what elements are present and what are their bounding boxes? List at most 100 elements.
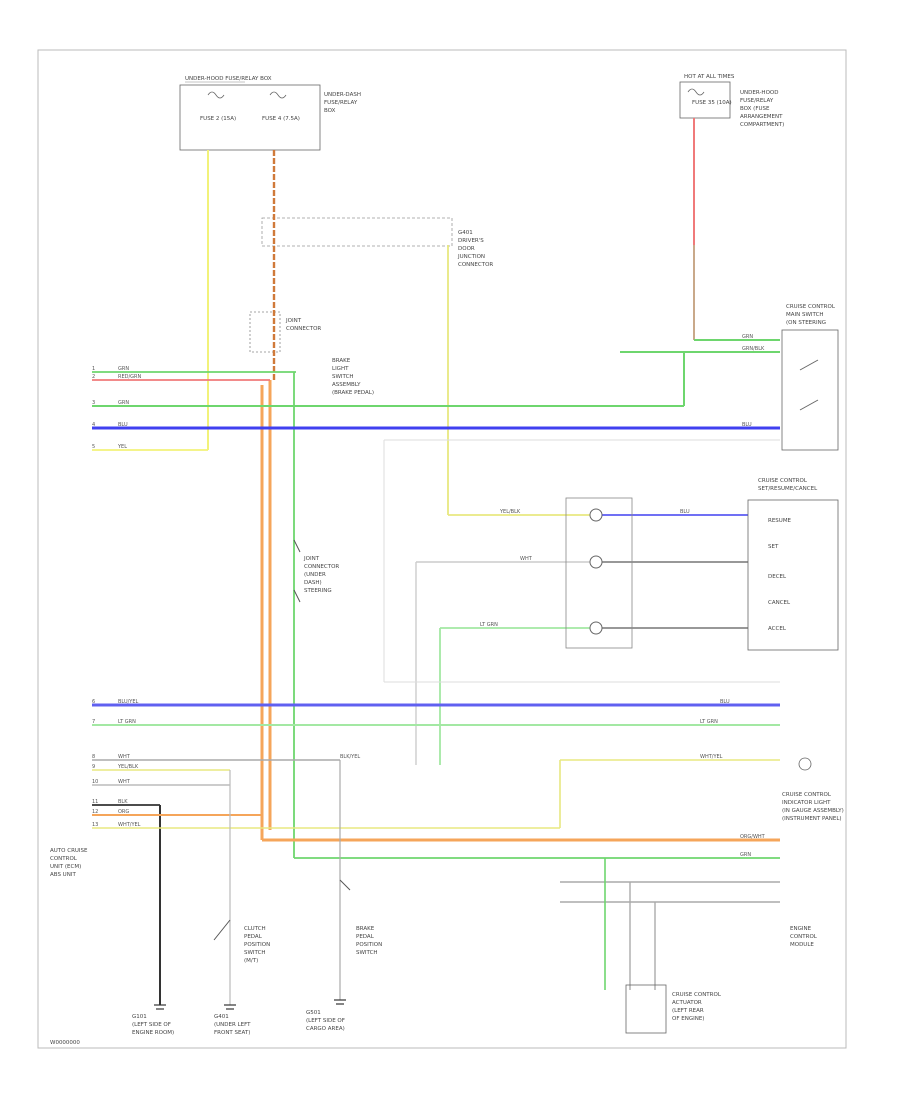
svg-text:5: 5: [92, 444, 95, 450]
svg-text:MAIN SWITCH: MAIN SWITCH: [786, 312, 824, 318]
svg-text:BLU: BLU: [720, 699, 730, 705]
svg-text:11: 11: [92, 799, 98, 805]
svg-text:BLU: BLU: [680, 509, 690, 515]
svg-text:10: 10: [92, 779, 98, 785]
svg-text:AUTO CRUISE: AUTO CRUISE: [50, 848, 88, 854]
svg-text:1: 1: [92, 366, 95, 372]
svg-text:CRUISE CONTROL: CRUISE CONTROL: [782, 792, 832, 798]
wire-color-labels: GRN RED/GRN GRN BLU YEL BLU/YEL LT GRN W…: [117, 334, 766, 858]
svg-text:G401: G401: [214, 1014, 229, 1020]
svg-text:(INSTRUMENT PANEL): (INSTRUMENT PANEL): [782, 816, 842, 822]
svg-text:7: 7: [92, 719, 95, 725]
svg-text:HOT AT ALL TIMES: HOT AT ALL TIMES: [684, 74, 735, 80]
fuse-box-top-right: HOT AT ALL TIMES FUSE 35 (10A) UNDER-HOO…: [679, 74, 784, 128]
svg-text:BRAKE: BRAKE: [332, 358, 351, 364]
footer-code: W0000000: [50, 1040, 80, 1046]
svg-text:WHT: WHT: [118, 754, 131, 760]
svg-text:FUSE 2 (15A): FUSE 2 (15A): [200, 116, 236, 122]
svg-text:LT GRN: LT GRN: [700, 719, 718, 725]
svg-text:BLU/YEL: BLU/YEL: [118, 699, 139, 705]
svg-text:G401: G401: [458, 230, 473, 236]
svg-text:12: 12: [92, 809, 98, 815]
svg-text:PEDAL: PEDAL: [244, 934, 263, 940]
svg-text:YEL/BLK: YEL/BLK: [117, 764, 139, 770]
svg-text:BOX (FUSE: BOX (FUSE: [740, 106, 770, 112]
svg-text:(IN GAUGE ASSEMBLY): (IN GAUGE ASSEMBLY): [782, 808, 844, 814]
cruise-actuator: CRUISE CONTROL ACTUATOR (LEFT REAR OF EN…: [625, 926, 818, 1034]
cruise-set-switch: CRUISE CONTROL SET/RESUME/CANCEL RESUME …: [747, 478, 839, 651]
svg-text:13: 13: [92, 822, 98, 828]
svg-text:CARGO AREA): CARGO AREA): [306, 1026, 345, 1032]
clutch-note: CLUTCH PEDAL POSITION SWITCH (M/T): [244, 926, 270, 964]
svg-text:ARRANGEMENT: ARRANGEMENT: [740, 114, 783, 120]
brake-switch-note: BRAKE LIGHT SWITCH ASSEMBLY (BRAKE PEDAL…: [332, 358, 374, 396]
svg-text:LT GRN: LT GRN: [480, 622, 498, 628]
svg-text:YEL: YEL: [117, 444, 127, 450]
svg-text:8: 8: [92, 754, 95, 760]
brake-note-low: BRAKE PEDAL POSITION SWITCH: [356, 926, 382, 956]
svg-text:GRN: GRN: [118, 400, 129, 406]
svg-text:DASH): DASH): [304, 580, 322, 586]
svg-text:4: 4: [92, 422, 95, 428]
svg-text:JOINT: JOINT: [285, 318, 302, 324]
svg-text:6: 6: [92, 699, 95, 705]
svg-text:DOOR: DOOR: [458, 246, 475, 252]
svg-text:UNDER-DASH: UNDER-DASH: [324, 92, 361, 98]
svg-text:DRIVER'S: DRIVER'S: [458, 238, 484, 244]
switch-glyphs: [213, 539, 351, 941]
svg-text:UNDER-HOOD FUSE/RELAY BOX: UNDER-HOOD FUSE/RELAY BOX: [185, 76, 272, 82]
svg-text:SWITCH: SWITCH: [356, 950, 378, 956]
svg-text:CONNECTOR: CONNECTOR: [458, 262, 493, 268]
svg-text:UNDER-HOOD: UNDER-HOOD: [740, 90, 778, 96]
svg-text:2: 2: [92, 374, 95, 380]
clock-spring: [565, 497, 633, 649]
svg-text:GRN: GRN: [118, 366, 129, 372]
svg-text:3: 3: [92, 400, 95, 406]
svg-text:RESUME: RESUME: [768, 518, 792, 524]
svg-text:CONNECTOR: CONNECTOR: [304, 564, 339, 570]
svg-text:GRN/BLK: GRN/BLK: [742, 346, 765, 352]
mid-left-note: JOINT CONNECTOR (UNDER DASH) STEERING: [303, 556, 339, 594]
svg-text:FRONT SEAT): FRONT SEAT): [214, 1030, 250, 1036]
svg-text:ENGINE ROOM): ENGINE ROOM): [132, 1030, 174, 1036]
svg-text:JUNCTION: JUNCTION: [457, 254, 485, 260]
svg-text:ACCEL: ACCEL: [768, 626, 787, 632]
svg-text:WHT: WHT: [520, 556, 533, 562]
svg-text:BLU: BLU: [118, 422, 128, 428]
svg-text:STEERING: STEERING: [304, 588, 332, 594]
svg-text:(LEFT SIDE OF: (LEFT SIDE OF: [306, 1018, 345, 1024]
joint-connector-left: JOINT CONNECTOR: [249, 311, 321, 353]
svg-text:BLK/YEL: BLK/YEL: [340, 754, 360, 760]
svg-text:CRUISE CONTROL: CRUISE CONTROL: [672, 992, 722, 998]
svg-text:(M/T): (M/T): [244, 958, 258, 964]
svg-text:(LEFT SIDE OF: (LEFT SIDE OF: [132, 1022, 171, 1028]
svg-text:CLUTCH: CLUTCH: [244, 926, 266, 932]
svg-text:FUSE/RELAY: FUSE/RELAY: [740, 98, 774, 104]
svg-text:GRN: GRN: [742, 334, 753, 340]
svg-text:SET/RESUME/CANCEL: SET/RESUME/CANCEL: [758, 486, 818, 492]
svg-text:LT GRN: LT GRN: [118, 719, 136, 725]
svg-text:(ON STEERING: (ON STEERING: [786, 320, 826, 326]
svg-text:BRAKE: BRAKE: [356, 926, 375, 932]
svg-text:CONTROL: CONTROL: [50, 856, 78, 862]
left-pin-numbers: 1 2 3 4 5 6 7 8 9 10 11 12 13: [92, 366, 98, 828]
svg-text:WHT/YEL: WHT/YEL: [118, 822, 141, 828]
svg-text:BLK: BLK: [118, 799, 128, 805]
svg-text:GRN: GRN: [740, 852, 751, 858]
cruise-main-switch: CRUISE CONTROL MAIN SWITCH (ON STEERING: [781, 304, 839, 451]
svg-text:DECEL: DECEL: [768, 574, 787, 580]
svg-text:JOINT: JOINT: [303, 556, 320, 562]
svg-text:OF ENGINE): OF ENGINE): [672, 1016, 704, 1022]
svg-text:SET: SET: [768, 544, 779, 550]
svg-text:CRUISE CONTROL: CRUISE CONTROL: [786, 304, 836, 310]
svg-text:(BRAKE PEDAL): (BRAKE PEDAL): [332, 390, 374, 396]
svg-text:(LEFT REAR: (LEFT REAR: [672, 1008, 704, 1014]
svg-text:RED/GRN: RED/GRN: [118, 374, 142, 380]
svg-text:(UNDER LEFT: (UNDER LEFT: [214, 1022, 251, 1028]
svg-text:UNIT (ECM): UNIT (ECM): [50, 864, 81, 870]
svg-text:G501: G501: [306, 1010, 321, 1016]
svg-text:FUSE 35 (10A): FUSE 35 (10A): [692, 100, 732, 106]
svg-text:POSITION: POSITION: [356, 942, 382, 948]
svg-text:SWITCH: SWITCH: [244, 950, 266, 956]
